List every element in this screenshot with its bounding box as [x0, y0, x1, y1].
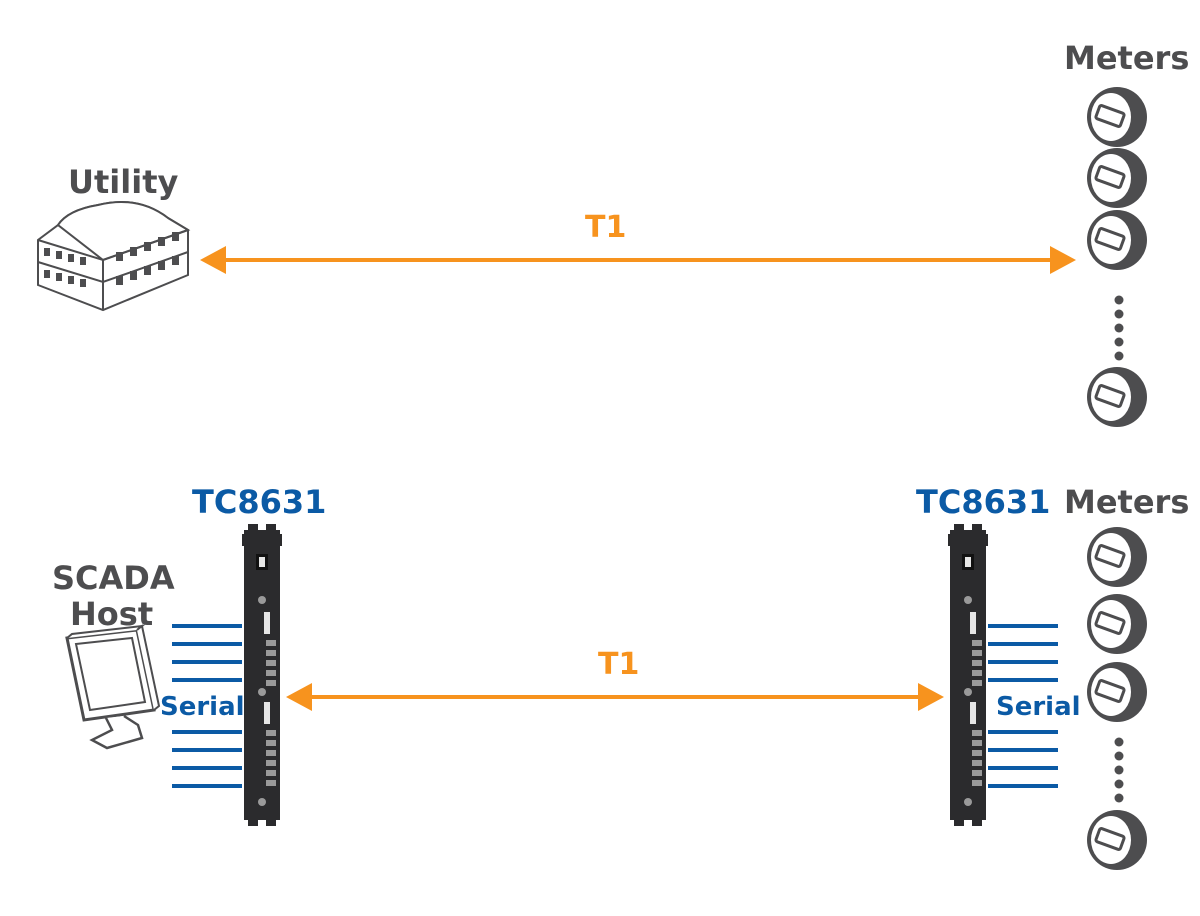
right-device-label: TC8631: [916, 483, 1051, 521]
meter-icon: [1085, 660, 1149, 724]
top-t1-label: T1: [585, 210, 627, 245]
left-device-label: TC8631: [192, 483, 327, 521]
bottom-meters-column: [1085, 525, 1149, 872]
bottom-t1-link-arrow: [286, 683, 944, 711]
bottom-meters-label: Meters: [1064, 483, 1190, 521]
right-serial-label: Serial: [996, 692, 1081, 722]
ellipsis-dots: [1114, 737, 1124, 803]
top-meters-label: Meters: [1064, 39, 1190, 77]
scada-label: SCADA: [52, 559, 175, 597]
host-label: Host: [70, 595, 154, 633]
ellipsis-dots: [1114, 295, 1124, 361]
meter-icon: [1085, 85, 1149, 149]
meter-icon: [1085, 365, 1149, 429]
meter-icon: [1085, 146, 1149, 210]
building-icon: [37, 201, 191, 312]
meter-icon: [1085, 808, 1149, 872]
top-meters-column: [1085, 85, 1149, 429]
right-tc8631-device: [948, 524, 988, 826]
left-tc8631-device: [242, 524, 282, 826]
meter-icon: [1085, 208, 1149, 272]
left-serial-label: Serial: [160, 692, 245, 722]
top-t1-link-arrow: [200, 246, 1076, 274]
computer-monitor-icon: [65, 624, 161, 750]
bottom-t1-label: T1: [598, 647, 640, 682]
meter-icon: [1085, 592, 1149, 656]
meter-icon: [1085, 525, 1149, 589]
utility-label: Utility: [68, 163, 179, 201]
